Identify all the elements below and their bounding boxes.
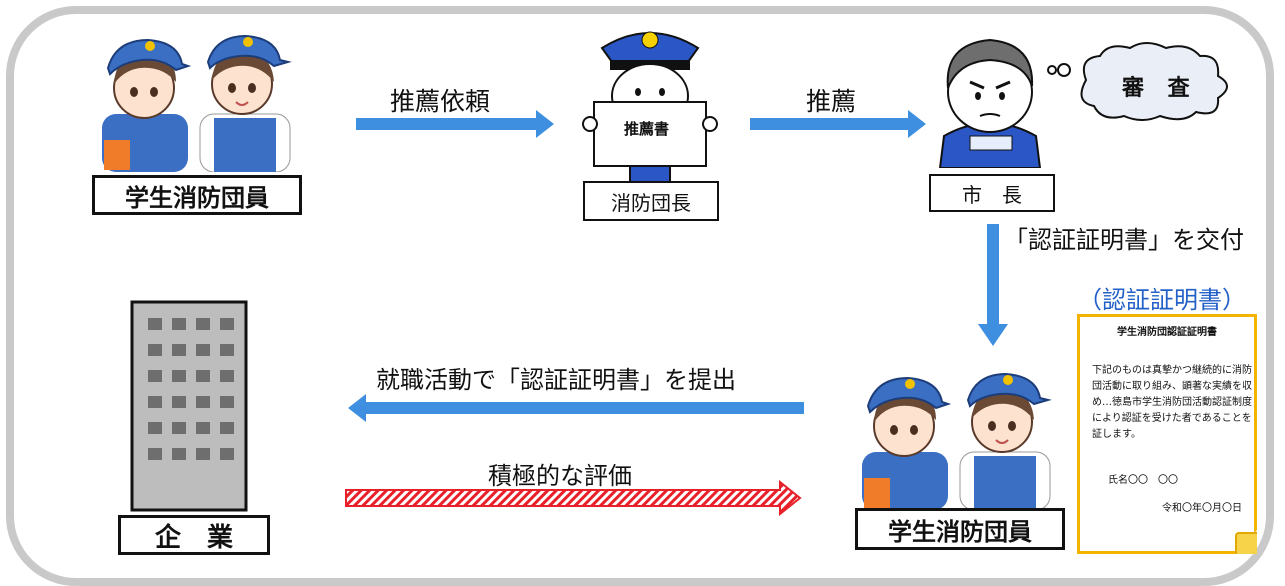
- students-label-bottom: 学生消防団員: [855, 508, 1065, 550]
- chief-illustration: [582, 31, 718, 184]
- mayor-label: 市 長: [929, 174, 1055, 212]
- certificate-document: 学生消防団認証証明書 下記のものは真摯かつ継続的に消防団活動に取り組み、顕著な実…: [1077, 314, 1257, 554]
- students-label-top: 学生消防団員: [92, 175, 302, 215]
- chief-sign-text: 推薦書: [624, 120, 670, 138]
- student-female-figure-bottom: [959, 372, 1052, 510]
- student-female-figure: [199, 34, 292, 172]
- submit-label: 就職活動で「認証証明書」を提出: [376, 366, 736, 394]
- company-label: 企 業: [118, 515, 270, 555]
- evaluate-label: 積極的な評価: [488, 462, 632, 490]
- submit-arrow: [348, 394, 804, 422]
- student-male-figure: [102, 38, 192, 172]
- issue-arrow: [978, 224, 1008, 346]
- certificate-date-line: 令和〇年〇月〇日: [1162, 503, 1242, 514]
- evaluate-arrow: [345, 480, 802, 516]
- certificate-fold-corner: [1235, 532, 1257, 554]
- building-icon: [130, 300, 248, 512]
- certificate-body: 下記のものは真摯かつ継続的に消防団活動に取り組み、顕著な実績を収め…徳島市学生消…: [1092, 365, 1252, 440]
- certificate-caption: （認証証明書）: [1078, 286, 1246, 314]
- mayor-illustration: [938, 38, 1042, 168]
- review-thought-cloud: [1047, 42, 1228, 121]
- recommend-label: 推薦: [806, 87, 857, 116]
- issue-label: 「認証証明書」を交付: [1004, 226, 1244, 254]
- request-label: 推薦依頼: [390, 87, 491, 116]
- certificate-name-line: 氏名〇〇 〇〇: [1108, 475, 1178, 486]
- request-arrow: [356, 110, 554, 138]
- students-illustration-top: [102, 34, 292, 172]
- students-illustration-bottom: [862, 372, 1052, 510]
- recommend-arrow: [750, 110, 926, 138]
- review-label: 審 査: [1122, 76, 1198, 101]
- chief-label: 消防団長: [583, 181, 719, 221]
- certificate-title: 学生消防団認証証明書: [1117, 327, 1217, 338]
- student-male-figure-bottom: [862, 376, 952, 510]
